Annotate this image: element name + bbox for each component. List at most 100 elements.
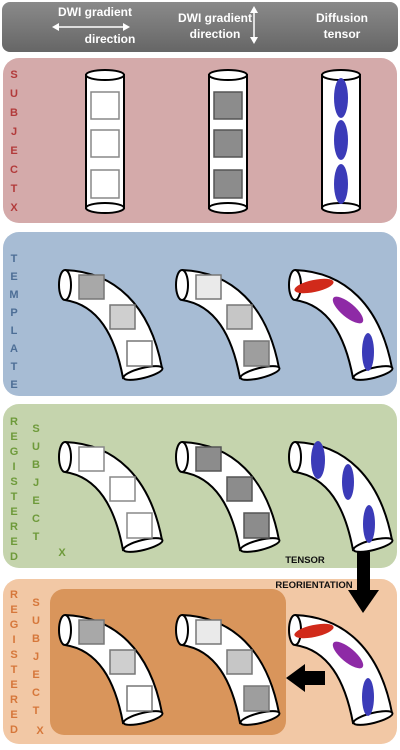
label-letter: E (10, 604, 17, 616)
label-letter: R (10, 416, 18, 428)
label-letter: J (33, 477, 39, 489)
header-col2-line1: DWI gradient (178, 11, 252, 25)
header-bar: DWI gradient direction DWI gradient dire… (2, 2, 398, 52)
signal-square (90, 129, 120, 158)
panel-subject: S U B J E C T X (3, 58, 397, 223)
label-letter: C (32, 687, 40, 699)
curved-tube-reoriented-1 (58, 614, 165, 729)
label-letter: D (10, 724, 18, 736)
tensor-ellipsoid (334, 164, 348, 204)
panel-reoriented: R E G I S T E R E D S U B J E C T X (3, 579, 397, 744)
tensor-ellipsoid (363, 505, 375, 543)
left-arrow-icon (286, 664, 325, 692)
label-letter: M (9, 289, 18, 301)
signal-square (126, 685, 153, 712)
panel-subject-vertical-label: S U B J E C T X (10, 69, 18, 214)
label-letter: B (32, 459, 40, 471)
label-letter: S (32, 423, 39, 435)
panel-registered: R E G I S T E R E D S U B J E C T X (3, 404, 397, 568)
label-letter: G (10, 446, 19, 458)
curved-tube-registered-2 (175, 441, 282, 556)
label-letter: E (10, 536, 17, 548)
label-letter: S (10, 476, 17, 488)
tensor-ellipsoid (342, 464, 354, 500)
tensor-ellipsoid (334, 120, 348, 160)
signal-square (226, 304, 253, 330)
label-letter: E (10, 271, 17, 283)
label-letter: R (10, 589, 18, 601)
signal-square (126, 340, 153, 367)
tensor-ellipsoid (332, 296, 364, 324)
label-letter: T (11, 664, 18, 676)
label-letter: T (11, 253, 18, 265)
signal-square (213, 91, 243, 120)
signal-square (90, 169, 120, 199)
header-background (2, 2, 398, 52)
curved-tube-template-tensor (288, 269, 395, 384)
signal-square (109, 476, 136, 502)
label-letter: T (33, 705, 40, 717)
signal-square (226, 649, 253, 675)
curved-tube-reoriented-tensor (288, 614, 395, 729)
label-letter: T (11, 491, 18, 503)
annotation-line1: TENSOR (285, 555, 325, 566)
signal-square (90, 91, 120, 120)
panel-reoriented-left-label: R E G I S T E R E D (10, 589, 19, 736)
label-letter: E (10, 431, 17, 443)
signal-square (213, 129, 243, 158)
panel-registered-left-label: R E G I S T E R E D (10, 416, 19, 563)
label-letter: S (10, 69, 17, 81)
tensor-ellipsoid (334, 78, 348, 118)
signal-square (213, 169, 243, 199)
signal-square (126, 512, 153, 539)
down-arrow-icon (348, 552, 379, 613)
label-letter: E (32, 669, 39, 681)
vertical-double-arrow-icon (250, 6, 258, 44)
label-letter: U (32, 615, 40, 627)
signal-square (243, 512, 270, 539)
curved-tube-template-2 (175, 269, 282, 384)
curved-tube-reoriented-2 (175, 614, 282, 729)
label-letter: J (33, 651, 39, 663)
curved-tube-registered-1 (58, 441, 165, 556)
label-letter: I (12, 634, 15, 646)
label-letter: E (10, 679, 17, 691)
label-letter: E (10, 379, 17, 391)
label-letter: G (10, 619, 19, 631)
header-col1-line1: DWI gradient (58, 5, 132, 19)
label-letter: J (11, 126, 17, 138)
signal-square (109, 649, 136, 675)
label-letter: X (36, 725, 44, 737)
tensor-ellipsoid (311, 441, 325, 479)
header-col3-line1: Diffusion (316, 11, 368, 25)
signal-square (195, 274, 222, 300)
tensor-ellipsoid (294, 623, 334, 639)
signal-square (243, 685, 270, 712)
signal-square (226, 476, 253, 502)
signal-square (78, 274, 105, 300)
signal-square (195, 619, 222, 645)
tensor-ellipsoid (362, 333, 374, 371)
label-letter: C (32, 513, 40, 525)
tensor-ellipsoid (294, 278, 334, 294)
horizontal-double-arrow-icon (52, 23, 130, 31)
label-letter: T (11, 361, 18, 373)
label-letter: T (33, 531, 40, 543)
label-letter: R (10, 694, 18, 706)
header-col1-line2: direction (85, 32, 136, 46)
signal-square (243, 340, 270, 367)
panel-reoriented-inner-background (50, 589, 286, 735)
header-col2-line2: direction (190, 27, 241, 41)
label-letter: U (32, 441, 40, 453)
straight-tube-horizontal-gradient (85, 69, 125, 214)
label-letter: D (10, 551, 18, 563)
annotation-line2: REORIENTATION (275, 580, 352, 591)
signal-square (78, 446, 105, 472)
label-letter: T (11, 183, 18, 195)
label-letter: P (10, 307, 17, 319)
straight-tube-diffusion-tensor (321, 69, 361, 214)
label-letter: E (10, 506, 17, 518)
signal-square (78, 619, 105, 645)
panel-registered-right-label: S U B J E C T X (32, 423, 66, 559)
